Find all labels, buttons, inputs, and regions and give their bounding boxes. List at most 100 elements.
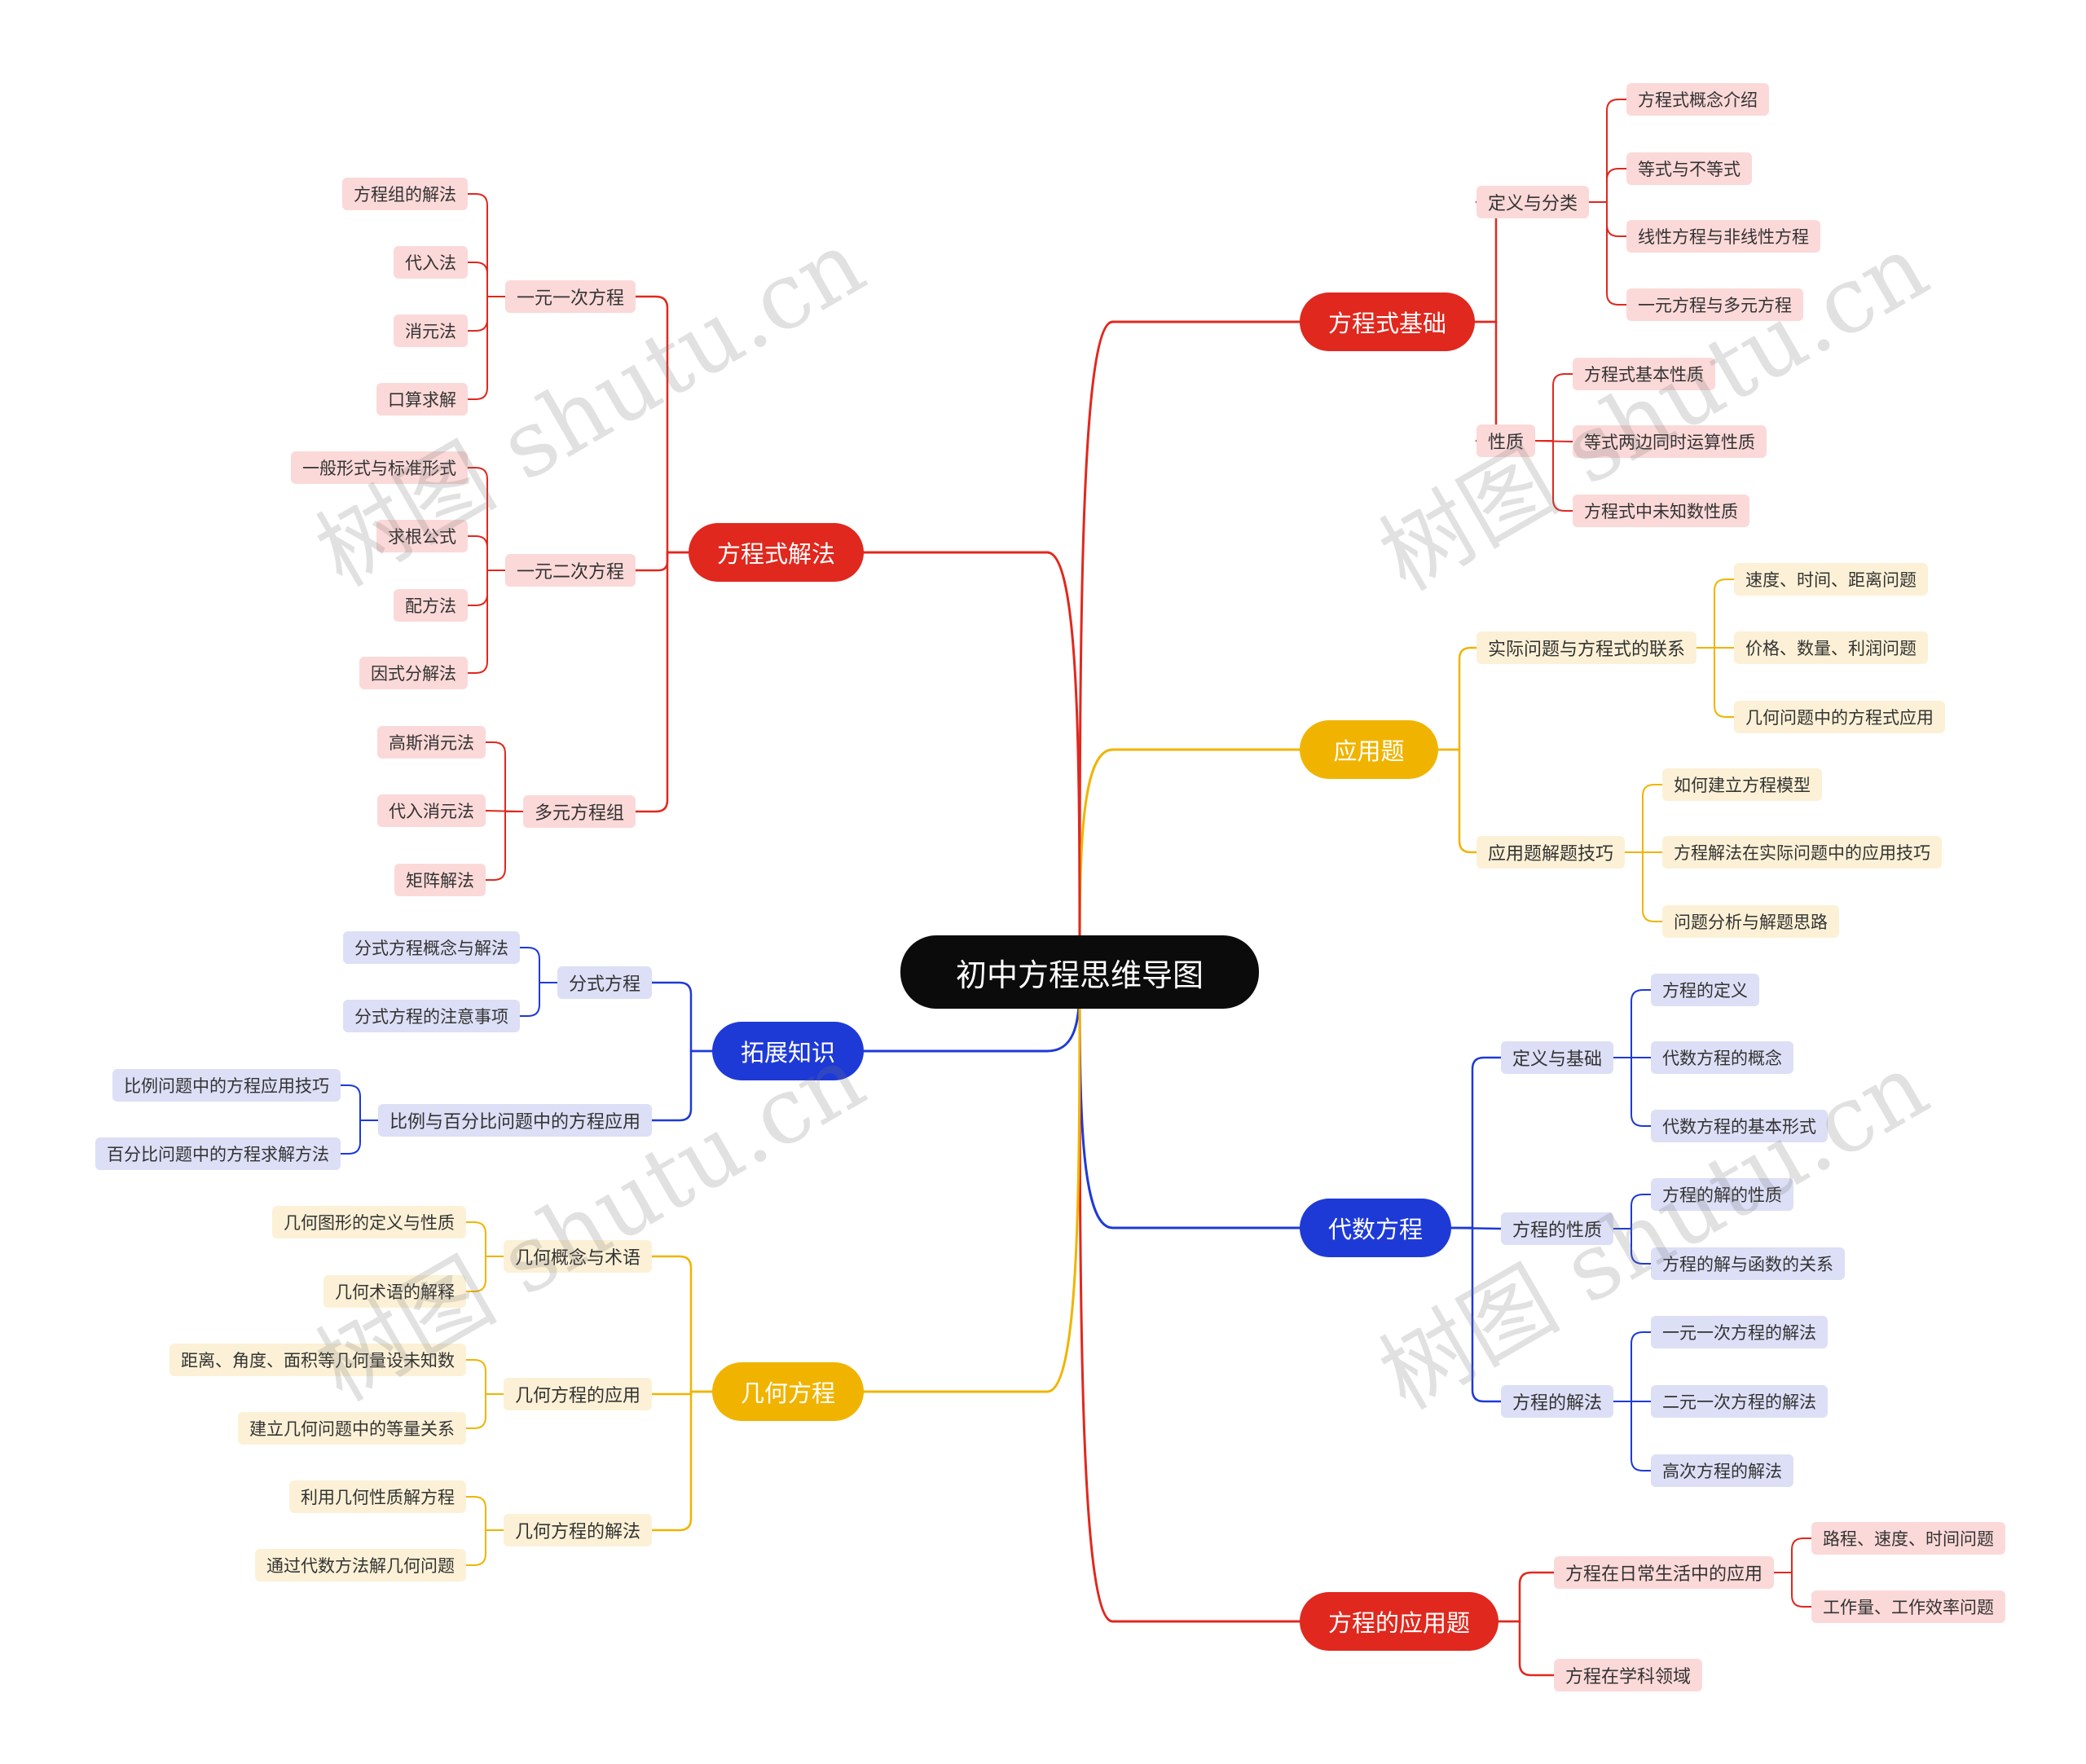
sub-link — [1473, 320, 1498, 442]
leaf-topic[interactable]: 通过代数方法解几何问题 — [255, 1549, 466, 1581]
leaf-topic[interactable]: 建立几何问题中的等量关系 — [238, 1412, 466, 1445]
leaf-topic[interactable]: 几何术语的解释 — [323, 1275, 466, 1308]
leaf-topic[interactable]: 二元一次方程的解法 — [1651, 1385, 1828, 1418]
subtopic-5-0[interactable]: 分式方程 — [557, 966, 652, 999]
subtopic-2-1[interactable]: 方程的性质 — [1501, 1212, 1613, 1245]
leaf-topic[interactable]: 代数方程的基本形式 — [1651, 1110, 1828, 1142]
sub-link — [1473, 200, 1498, 323]
leaf-topic[interactable]: 方程组的解法 — [342, 178, 468, 210]
leaf-topic[interactable]: 因式分解法 — [359, 657, 468, 689]
leaf-topic[interactable]: 线性方程与非线性方程 — [1626, 220, 1820, 253]
leaf-topic[interactable]: 速度、时间、距离问题 — [1734, 563, 1928, 596]
leaf-topic[interactable]: 一元一次方程的解法 — [1651, 1316, 1828, 1348]
leaf-topic[interactable]: 利用几何性质解方程 — [289, 1480, 466, 1513]
leaf-link — [464, 1256, 504, 1292]
leaf-link — [1613, 1194, 1652, 1230]
leaf-topic[interactable]: 等式两边同时运算性质 — [1573, 425, 1767, 458]
leaf-topic[interactable]: 方程式基本性质 — [1573, 358, 1715, 390]
leaf-link — [1613, 1228, 1652, 1265]
leaf-link — [519, 982, 558, 1017]
leaf-topic[interactable]: 口算求解 — [376, 383, 468, 416]
leaf-link — [1624, 851, 1663, 922]
subtopic-1-0[interactable]: 实际问题与方程式的联系 — [1476, 631, 1697, 664]
subtopic-3-0[interactable]: 方程在日常生活中的应用 — [1554, 1556, 1774, 1589]
leaf-topic[interactable]: 代数方程的概念 — [1651, 1041, 1793, 1074]
leaf-link — [467, 467, 506, 571]
leaf-topic[interactable]: 方程解法在实际问题中的应用技巧 — [1662, 836, 1942, 869]
leaf-topic[interactable]: 方程的解与函数的关系 — [1651, 1247, 1845, 1280]
leaf-link — [464, 1393, 504, 1429]
leaf-topic[interactable]: 一元方程与多元方程 — [1626, 288, 1803, 321]
leaf-topic[interactable]: 工作量、工作效率问题 — [1811, 1590, 2005, 1623]
sub-link — [1497, 1620, 1556, 1677]
main-topic-2[interactable]: 代数方程 — [1300, 1199, 1451, 1257]
leaf-link — [467, 262, 506, 297]
subtopic-4-1[interactable]: 一元二次方程 — [504, 554, 636, 587]
leaf-topic[interactable]: 等式与不等式 — [1626, 152, 1752, 185]
main-topic-0[interactable]: 方程式基础 — [1300, 293, 1475, 351]
sub-link — [634, 551, 690, 572]
leaf-link — [519, 947, 558, 983]
main-topic-1[interactable]: 应用题 — [1300, 720, 1438, 779]
leaf-topic[interactable]: 求根公式 — [376, 520, 468, 552]
leaf-topic[interactable]: 路程、速度、时间问题 — [1811, 1522, 2005, 1555]
leaf-topic[interactable]: 分式方程的注意事项 — [343, 1000, 520, 1032]
subtopic-4-2[interactable]: 多元方程组 — [522, 795, 636, 828]
leaf-link — [339, 1084, 379, 1121]
sub-link — [1450, 1056, 1503, 1230]
leaf-topic[interactable]: 高次方程的解法 — [1651, 1454, 1793, 1487]
leaf-topic[interactable]: 几何图形的定义与性质 — [272, 1206, 466, 1238]
leaf-topic[interactable]: 比例问题中的方程应用技巧 — [112, 1069, 341, 1102]
leaf-topic[interactable]: 距离、角度、面积等几何量设未知数 — [169, 1344, 466, 1376]
leaf-topic[interactable]: 价格、数量、利润问题 — [1734, 631, 1928, 664]
root-link-4 — [862, 551, 1081, 974]
leaf-topic[interactable]: 问题分析与解题思路 — [1662, 905, 1839, 938]
root-link-3 — [1078, 970, 1301, 1623]
leaf-topic[interactable]: 代入消元法 — [377, 794, 486, 827]
main-topic-6[interactable]: 几何方程 — [711, 1362, 864, 1421]
leaf-topic[interactable]: 几何问题中的方程式应用 — [1734, 701, 1945, 733]
main-topic-5[interactable]: 拓展知识 — [711, 1022, 864, 1080]
main-topic-4[interactable]: 方程式解法 — [688, 523, 864, 582]
leaf-link — [339, 1120, 379, 1155]
subtopic-3-1[interactable]: 方程在学科领域 — [1554, 1659, 1702, 1691]
leaf-link — [1534, 440, 1573, 512]
leaf-link — [467, 296, 506, 400]
leaf-link — [1588, 168, 1627, 203]
subtopic-6-1[interactable]: 几何方程的应用 — [503, 1378, 652, 1410]
sub-link — [1450, 1226, 1503, 1403]
root-link-6 — [862, 970, 1081, 1393]
leaf-topic[interactable]: 如何建立方程模型 — [1662, 768, 1822, 801]
subtopic-6-0[interactable]: 几何概念与术语 — [503, 1240, 652, 1273]
subtopic-1-1[interactable]: 应用题解题技巧 — [1476, 836, 1625, 869]
leaf-topic[interactable]: 消元法 — [393, 315, 468, 347]
subtopic-2-2[interactable]: 方程的解法 — [1501, 1385, 1613, 1418]
sub-link — [650, 1390, 714, 1532]
leaf-link — [1696, 647, 1735, 718]
leaf-topic[interactable]: 矩阵解法 — [394, 864, 486, 896]
leaf-link — [467, 570, 506, 674]
leaf-topic[interactable]: 代入法 — [393, 246, 468, 279]
subtopic-0-1[interactable]: 性质 — [1476, 425, 1535, 457]
leaf-topic[interactable]: 方程的解的性质 — [1651, 1178, 1793, 1211]
subtopic-6-2[interactable]: 几何方程的解法 — [503, 1514, 652, 1546]
leaf-topic[interactable]: 分式方程概念与解法 — [343, 931, 520, 964]
leaf-topic[interactable]: 方程式中未知数性质 — [1573, 495, 1749, 527]
leaf-link — [1773, 1572, 1812, 1608]
leaf-topic[interactable]: 一般形式与标准形式 — [291, 451, 468, 484]
root-topic[interactable]: 初中方程思维导图 — [900, 935, 1259, 1009]
main-topic-3[interactable]: 方程的应用题 — [1300, 1592, 1498, 1651]
subtopic-5-1[interactable]: 比例与百分比问题中的方程应用 — [377, 1104, 652, 1137]
leaf-topic[interactable]: 配方法 — [393, 589, 468, 622]
leaf-link — [1588, 99, 1627, 203]
leaf-topic[interactable]: 方程的定义 — [1651, 974, 1759, 1006]
subtopic-2-0[interactable]: 定义与基础 — [1501, 1041, 1613, 1074]
subtopic-0-0[interactable]: 定义与分类 — [1476, 186, 1589, 218]
leaf-link — [464, 1529, 504, 1566]
leaf-topic[interactable]: 百分比问题中的方程求解方法 — [95, 1137, 341, 1170]
leaf-topic[interactable]: 高斯消元法 — [377, 726, 486, 759]
leaf-topic[interactable]: 方程式概念介绍 — [1626, 83, 1769, 116]
leaf-link — [1534, 373, 1573, 442]
subtopic-4-0[interactable]: 一元一次方程 — [504, 280, 636, 313]
